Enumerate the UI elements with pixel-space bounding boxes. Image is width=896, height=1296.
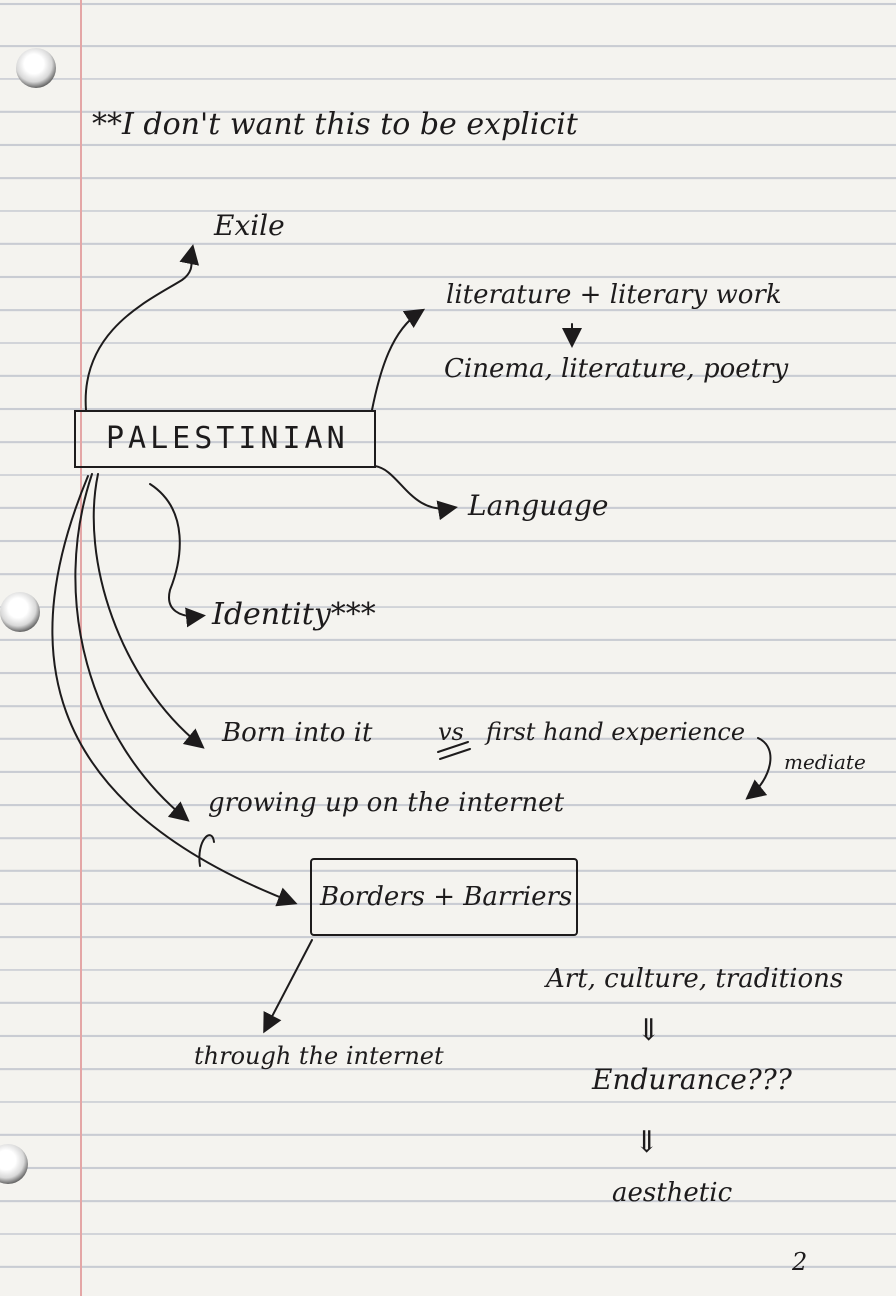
margin-line	[80, 0, 82, 1296]
implies-arrow-2: ⇓	[634, 1125, 660, 1160]
node-through-internet: through the internet	[194, 1042, 444, 1070]
node-born-into-it: Born into it	[222, 718, 373, 748]
page-number: 2	[792, 1248, 808, 1276]
node-identity: Identity***	[212, 597, 376, 632]
node-exile: Exile	[214, 209, 285, 242]
node-literature-examples: Cinema, literature, poetry	[444, 354, 789, 384]
page-heading: **I don't want this to be explicit	[92, 107, 578, 142]
center-node-box: PALESTINIAN	[74, 410, 376, 468]
node-growing-up: growing up on the internet	[208, 788, 565, 818]
versus-label: vs	[438, 718, 464, 746]
binder-hole-top	[16, 48, 56, 88]
node-borders-label: Borders + Barriers	[320, 882, 573, 912]
node-mediate: mediate	[784, 750, 866, 774]
implies-arrow-1: ⇓	[636, 1013, 662, 1048]
node-endurance: Endurance???	[592, 1063, 792, 1096]
node-aesthetic: aesthetic	[612, 1178, 733, 1208]
binder-hole-middle	[0, 592, 40, 632]
node-art-culture: Art, culture, traditions	[546, 964, 844, 994]
node-language: Language	[468, 489, 609, 522]
node-literature: literature + literary work	[446, 280, 782, 310]
borders-node-box: Borders + Barriers	[310, 858, 578, 936]
center-node-label: PALESTINIAN	[106, 421, 349, 456]
node-first-hand: first hand experience	[486, 718, 746, 746]
